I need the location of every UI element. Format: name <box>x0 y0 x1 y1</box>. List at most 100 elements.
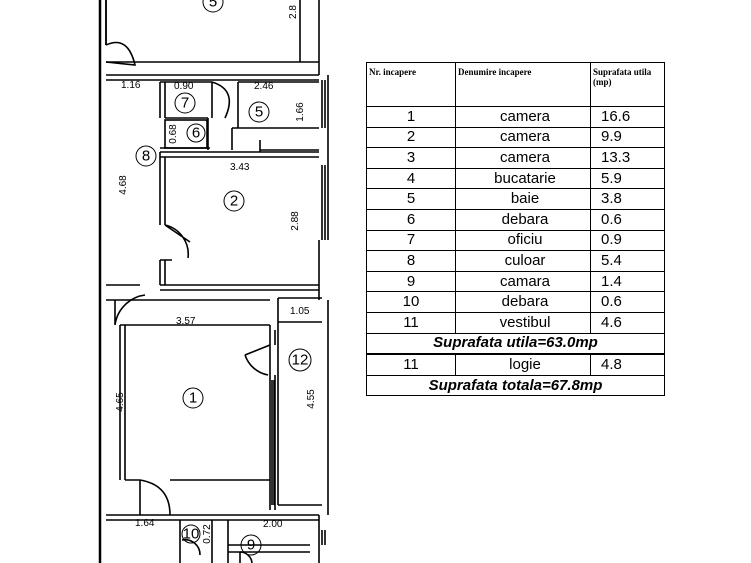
room-circle-5 <box>248 101 270 123</box>
room-area-cell: 0.9 <box>590 229 665 252</box>
dimension-label: 2.88 <box>290 211 301 231</box>
table-header-row: Nr. incapere Denumire incapere Suprafata… <box>366 62 665 107</box>
dimension-label: 1.05 <box>290 306 310 317</box>
room-number-cell: 11 <box>366 311 456 334</box>
useful-area-summary: Suprafata utila=63.0mp <box>366 332 665 355</box>
room-number: 10 <box>183 526 200 543</box>
room-number: 9 <box>247 537 255 554</box>
room-number-cell: 10 <box>366 291 456 313</box>
room-number-cell: 4 <box>366 167 456 190</box>
summary-row-total: Suprafata totala=67.8mp <box>366 374 665 397</box>
room-number: 7 <box>181 95 189 112</box>
wall-bottom <box>106 514 319 563</box>
wall-room-5 <box>231 81 319 152</box>
dimension-label: 4.68 <box>118 175 129 195</box>
room-name-cell: camera <box>455 126 591 149</box>
room-number: 12 <box>292 352 309 369</box>
door-room-7 <box>211 81 231 119</box>
room-number-cell: 6 <box>366 208 456 231</box>
window-right-1 <box>321 80 326 128</box>
dimension-label: 2.46 <box>254 81 274 92</box>
header-room-number: Nr. incapere <box>366 62 456 107</box>
dimension-label: 4.55 <box>306 389 317 409</box>
room-area-cell: 3.8 <box>590 188 665 210</box>
door-top-room <box>105 41 137 66</box>
window-balcony <box>271 380 275 505</box>
header-room-area: Suprafata utila (mp) <box>590 62 665 107</box>
room-number-cell: 2 <box>366 126 456 149</box>
room-area-cell: 0.6 <box>590 291 665 313</box>
room-area-cell: 0.6 <box>590 208 665 231</box>
room-name-cell: oficiu <box>455 229 591 252</box>
room-name-cell: debara <box>455 291 591 313</box>
dimension-label: 4.65 <box>115 392 126 412</box>
room-circle-7 <box>174 92 196 114</box>
room-name-cell: vestibul <box>455 311 591 334</box>
room-circle-12 <box>288 348 312 372</box>
room-number-cell: 9 <box>366 270 456 293</box>
dimension-label: 0.68 <box>168 124 179 144</box>
room-area-cell: 9.9 <box>590 126 665 149</box>
room-area-cell: 5.4 <box>590 250 665 272</box>
room-number-cell: 5 <box>366 188 456 210</box>
room-number-cell: 8 <box>366 250 456 272</box>
header-room-name: Denumire incapere <box>455 62 591 107</box>
room-5-top-wall <box>105 0 319 63</box>
room-name-cell: bucatarie <box>455 167 591 190</box>
summary-row-useful: Suprafata utila=63.0mp <box>366 332 665 355</box>
room-number-cell: 3 <box>366 147 456 169</box>
dimension-label: 0.90 <box>174 81 194 92</box>
room-area-cell: 4.6 <box>590 311 665 334</box>
room-number: 6 <box>192 125 200 142</box>
wall-room-7 <box>159 81 212 118</box>
room-name-cell: culoar <box>455 250 591 272</box>
room-number: 5 <box>255 104 263 121</box>
window-bottom <box>321 530 326 545</box>
room-number: 8 <box>142 148 150 165</box>
outer-wall-right-mid <box>318 75 329 563</box>
room-area-cell: 4.8 <box>590 353 665 376</box>
room-number-cell: 7 <box>366 229 456 252</box>
room-name-cell: debara <box>455 208 591 231</box>
wall-room-12 <box>277 297 322 506</box>
door-room-1 <box>244 344 271 376</box>
total-area-summary: Suprafata totala=67.8mp <box>366 374 665 397</box>
room-name-cell: camera <box>455 147 591 169</box>
room-number-cell: 11 <box>366 353 456 376</box>
room-number: 2 <box>230 193 238 210</box>
dimension-label: 2.00 <box>263 519 283 530</box>
dimension-label: 1.16 <box>121 80 141 91</box>
wall-room-1 <box>106 299 276 510</box>
dimension-label: 3.43 <box>230 162 250 173</box>
room-number: 1 <box>189 390 197 407</box>
room-circle-8 <box>135 145 157 167</box>
dimension-label: 1.66 <box>295 102 306 122</box>
room-area-cell: 1.4 <box>590 270 665 293</box>
door-bottom <box>139 479 171 516</box>
room-number-cell: 1 <box>366 106 456 128</box>
room-area-cell: 5.9 <box>590 167 665 190</box>
door-room-9 <box>239 551 253 563</box>
room-area-table: Nr. incapere Denumire incapere Suprafata… <box>366 62 665 397</box>
room-name-cell: logie <box>455 353 591 376</box>
room-name-cell: camara <box>455 270 591 293</box>
dimension-label: 0.72 <box>202 524 213 544</box>
dimension-label: 3.57 <box>176 316 196 327</box>
room-circle-1 <box>182 387 204 409</box>
wall-room-2 <box>159 151 319 291</box>
room-name-cell: camera <box>455 106 591 128</box>
room-circle-6 <box>186 123 206 143</box>
room-6-box <box>164 119 208 149</box>
room-circle-5-top <box>202 0 224 13</box>
